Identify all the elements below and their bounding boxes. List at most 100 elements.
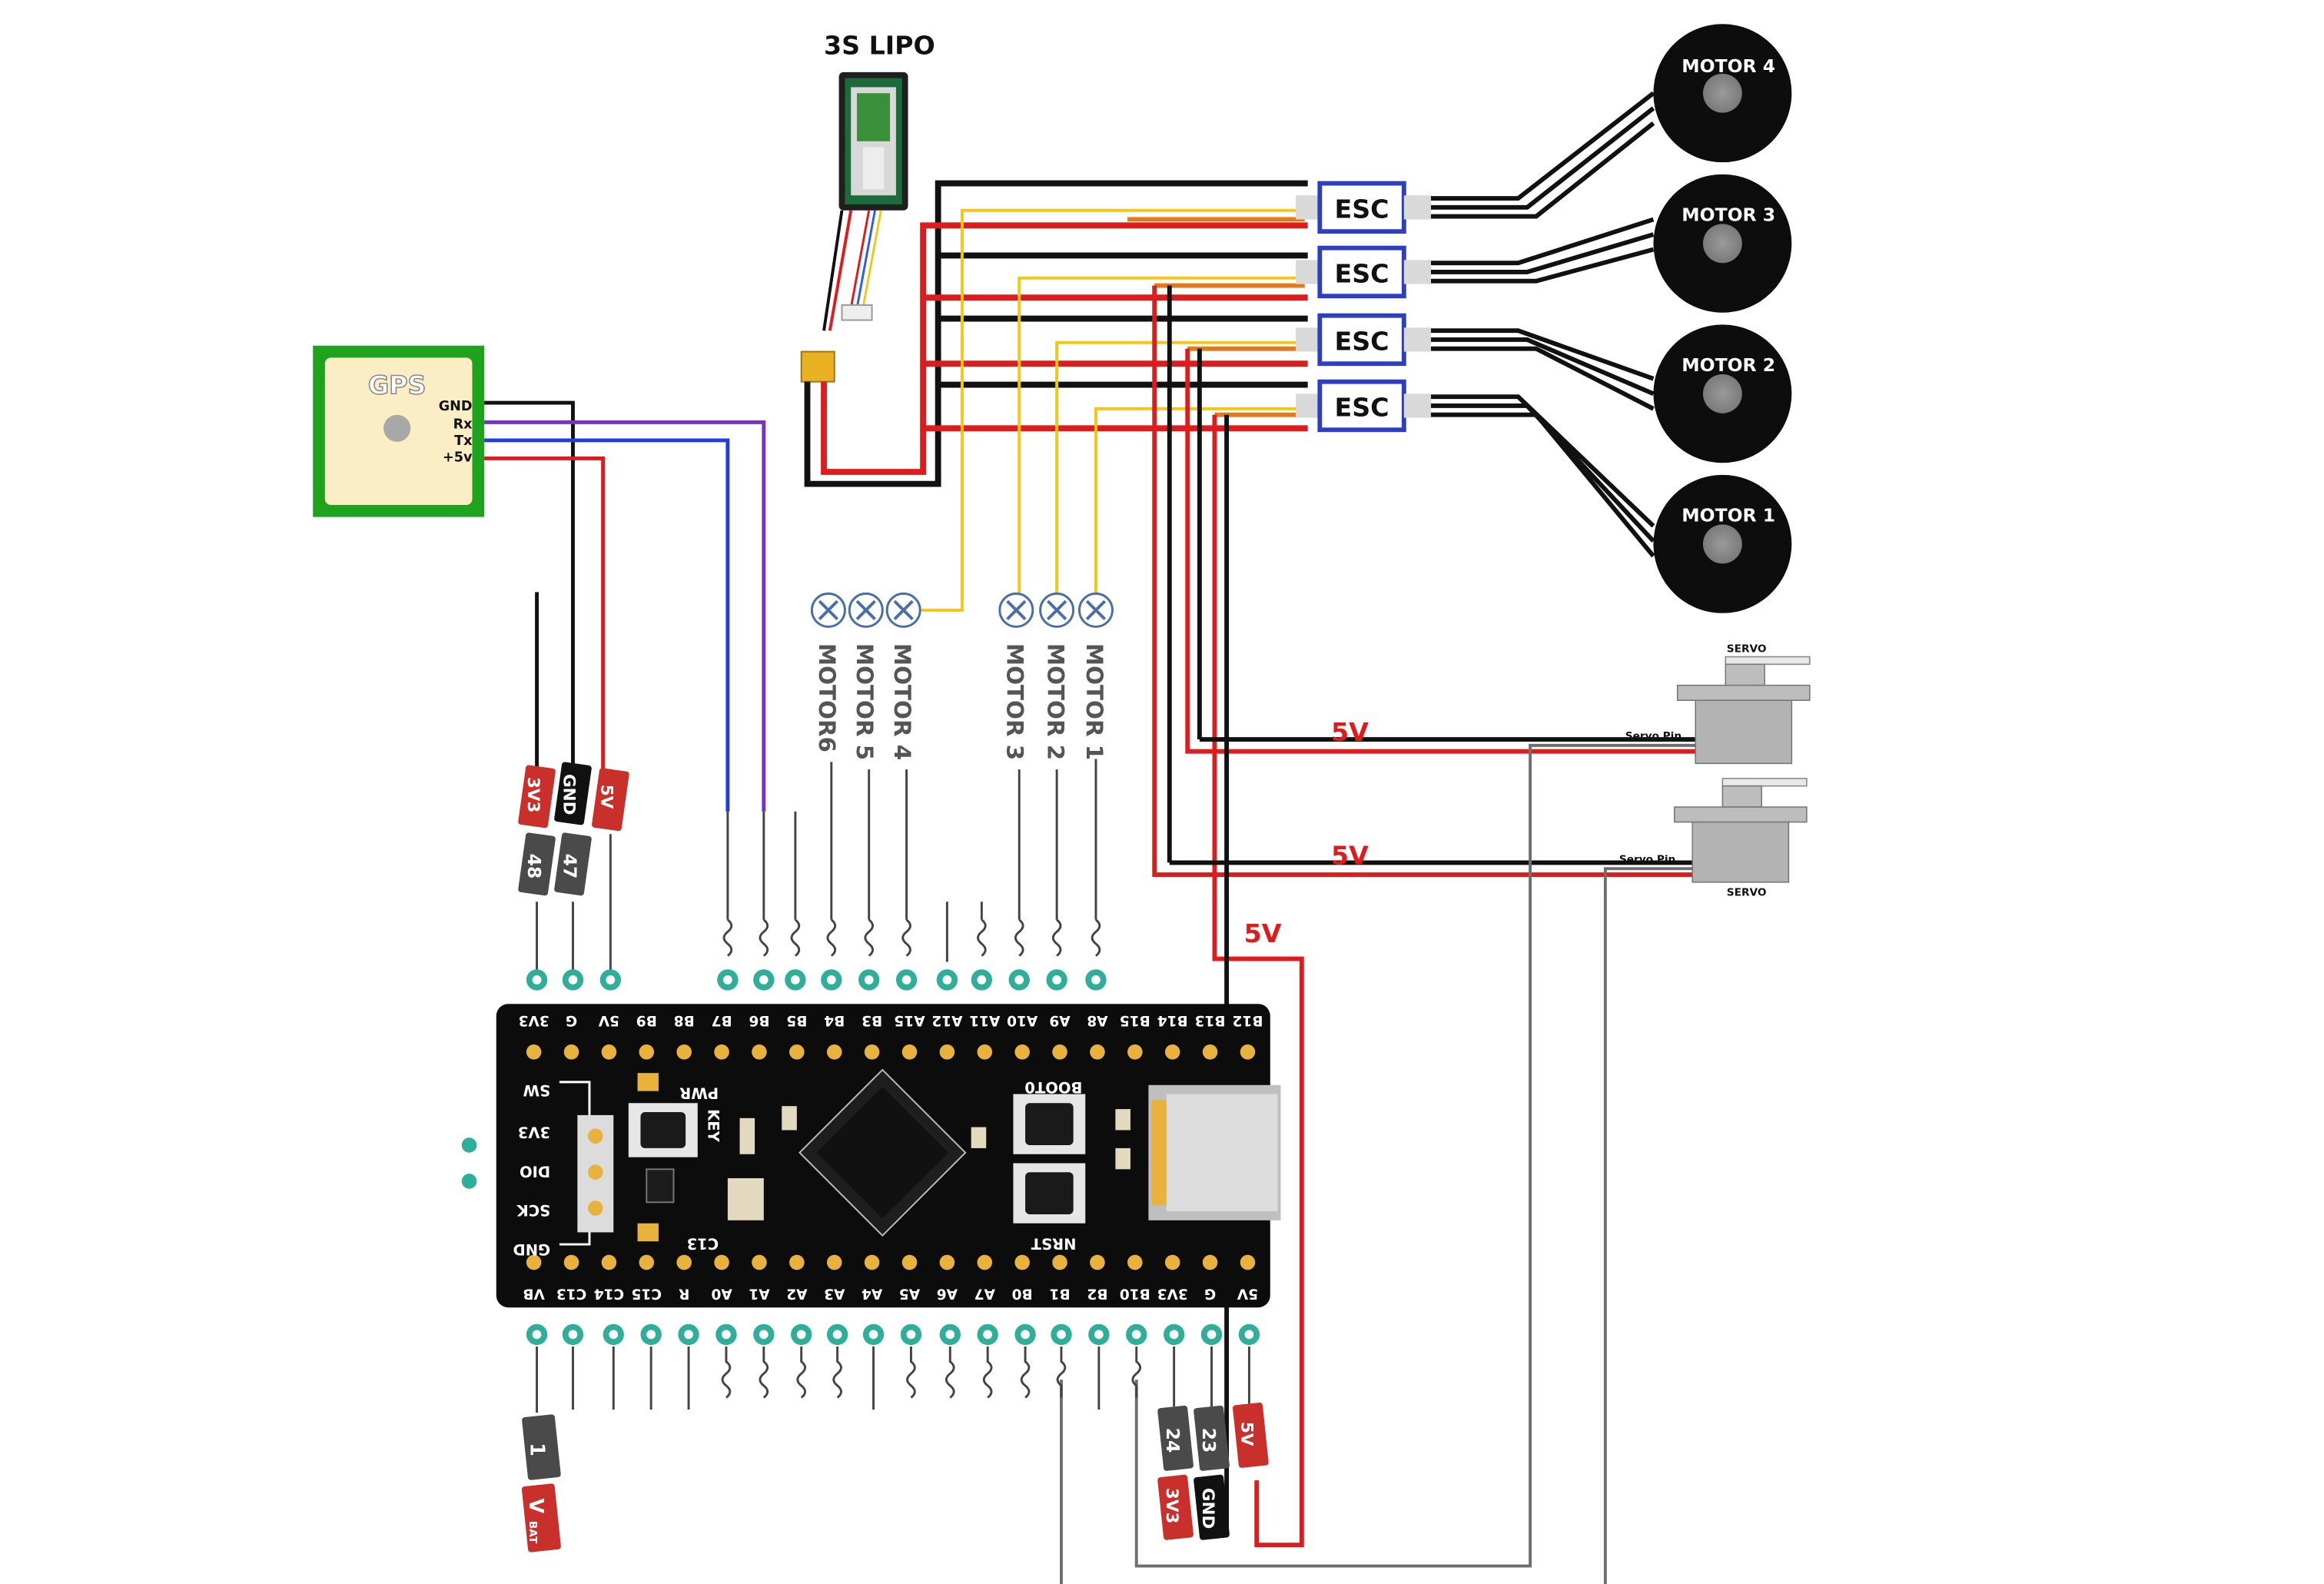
motor-3: MOTOR 3: [1653, 174, 1792, 313]
esc-3: ESC: [1296, 313, 1432, 367]
servo-signal-wires: [1060, 743, 1696, 1584]
servo-top-label: SERVO: [1727, 643, 1767, 656]
motor-group: MOTOR 4 MOTOR 3 MOTOR 2 MOTOR 1: [1653, 24, 1792, 613]
gps-antenna: [383, 414, 411, 442]
top-pin-a8: A8: [1087, 1012, 1107, 1028]
gps-pin-5v: +5v: [443, 450, 473, 465]
top-pin-5v: 5V: [598, 1012, 619, 1028]
swd-label-sck: SCK: [516, 1201, 550, 1219]
tag-3v3-num: 48: [523, 854, 545, 879]
balance-connector: [841, 304, 873, 321]
motor-1-label: MOTOR 1: [1682, 505, 1775, 526]
motor-header-label-4: MOTOR 4: [889, 643, 915, 760]
swd-header: SW 3V3 DIO SCK GND: [513, 1081, 614, 1258]
swd-label-gnd: GND: [513, 1240, 551, 1258]
tag-3v3-name: 3V3: [523, 777, 543, 813]
pwr-led: PWR: [637, 1073, 719, 1102]
motor-header-label-1: MOTOR 1: [1081, 643, 1107, 760]
bottom-pin-a3: A3: [824, 1286, 845, 1302]
tag-gnd-name: GND: [559, 774, 579, 815]
top-pin-b4: B4: [824, 1012, 845, 1028]
top-pin-b6: B6: [749, 1012, 769, 1028]
boot0-button-label: BOOT0: [1024, 1078, 1082, 1096]
top-pin-b7: B7: [712, 1012, 732, 1028]
top-pin-b8: B8: [674, 1012, 695, 1028]
tag-vbat-name: V: [525, 1499, 548, 1514]
tag-24-3v3: 24 3V3: [1157, 1405, 1194, 1540]
motor-3-label: MOTOR 3: [1682, 204, 1775, 225]
esc-1: ESC: [1296, 181, 1432, 234]
gps-pin-rx: Rx: [453, 417, 473, 432]
esc-4: ESC: [1296, 379, 1432, 433]
xt60-connector: [800, 350, 835, 383]
swd-label-3v3: 3V3: [518, 1124, 550, 1141]
top-pin-b9: B9: [636, 1012, 657, 1028]
tag-23-name: GND: [1198, 1488, 1217, 1529]
stm32-board: 3V3 G 5V B9 B8 B7 B6 B5 B4 B3 A15 A12 A1…: [461, 1004, 1281, 1308]
motor-header-label-6: MOTOR6: [814, 643, 840, 752]
tag-3v3-48: 3V3 48: [518, 765, 556, 896]
bottom-pin-a6: A6: [937, 1286, 958, 1302]
tag-vbat-num: 1: [526, 1443, 549, 1456]
header-pin-2: MOTOR 2: [1039, 592, 1075, 920]
bottom-pin-5v: 5V: [1237, 1286, 1258, 1302]
bottom-pin-leads: [536, 1347, 1250, 1413]
tag-24-num: 24: [1162, 1428, 1184, 1453]
bottom-pin-a5: A5: [899, 1286, 920, 1302]
top-pin-3v3: 3V3: [519, 1012, 549, 1028]
bottom-pin-b0: B0: [1012, 1286, 1033, 1302]
loose-pin-leads: [726, 811, 983, 962]
servo-bottom-label: SERVO: [1727, 886, 1767, 898]
gps-label: GPS: [368, 370, 427, 400]
swd-label-dio: DIO: [520, 1162, 550, 1180]
motor-phase-wires: [1431, 91, 1655, 558]
tag-vbat-sub: BAT: [526, 1521, 539, 1544]
swd-label-sw: SW: [523, 1081, 551, 1099]
top-pin-a12: A12: [931, 1012, 962, 1028]
esc-2: ESC: [1296, 245, 1432, 299]
esc-4-label: ESC: [1335, 393, 1389, 423]
servo-bottom: Servo Pin SERVO: [1619, 778, 1808, 898]
bottom-pin-c14: C14: [594, 1286, 625, 1302]
board-top-pin-labels: 3V3 G 5V B9 B8 B7 B6 B5 B4 B3 A15 A12 A1…: [519, 1012, 1263, 1028]
tag-23-gnd: 23 GND: [1194, 1405, 1230, 1540]
motor-4-label: MOTOR 4: [1682, 55, 1775, 77]
top-pin-a10: A10: [1007, 1012, 1038, 1028]
top-pin-b12: B12: [1232, 1012, 1263, 1028]
header-pin-4: MOTOR 4: [885, 592, 921, 920]
bottom-pin-g: G: [1204, 1286, 1216, 1302]
bottom-pin-a1: A1: [749, 1286, 769, 1302]
c13-led-label: C13: [687, 1234, 719, 1252]
battery-power-wires: [804, 180, 1308, 487]
board-bottom-pin-labels: VB C13 C14 C15 R A0 A1 A2 A3 A4 A5 A6 A7…: [523, 1286, 1258, 1302]
bottom-pin-a2: A2: [786, 1286, 807, 1302]
bottom-right-pin-tags: 24 3V3 23 GND 5V: [1157, 1402, 1269, 1540]
swd-side-pads: [461, 1137, 477, 1189]
top-pin-b15: B15: [1120, 1012, 1150, 1028]
bottom-pin-c15: C15: [632, 1286, 662, 1302]
top-pin-a9: A9: [1049, 1012, 1070, 1028]
tag-gnd-num: 47: [559, 854, 581, 879]
tag-24-name: 3V3: [1162, 1488, 1181, 1524]
bottom-pin-a4: A4: [862, 1286, 882, 1302]
boot0-button: BOOT0: [1013, 1078, 1086, 1154]
tag-5v-bottom: 5V: [1233, 1402, 1269, 1468]
servo-top-pin-label: Servo Pin: [1625, 730, 1682, 742]
esc-2-label: ESC: [1335, 259, 1389, 289]
top-pin-b3: B3: [862, 1012, 882, 1028]
servo-top-5v-label: 5V: [1331, 717, 1369, 747]
bottom-pin-a7: A7: [974, 1286, 995, 1302]
servo-bottom-pin-label: Servo Pin: [1619, 853, 1675, 865]
tag-5v-name: 5V: [597, 785, 616, 809]
battery-label: 3S LIPO: [824, 30, 935, 60]
bottom-pin-vb: VB: [523, 1286, 545, 1302]
mcu-chip: [798, 1068, 967, 1237]
gps-module: GPS GND Rx Tx +5v: [313, 345, 485, 517]
nrst-button-label: NRST: [1031, 1234, 1076, 1252]
motor-2: MOTOR 2: [1653, 324, 1792, 463]
top-left-pin-tags: 3V3 48 GND 47 5V: [518, 762, 629, 978]
servo-bottom-5v-label: 5V: [1331, 840, 1369, 870]
bottom-pin-c13: C13: [556, 1286, 586, 1302]
motor-4: MOTOR 4: [1653, 24, 1792, 163]
lipo-battery: 3S LIPO: [800, 30, 935, 383]
